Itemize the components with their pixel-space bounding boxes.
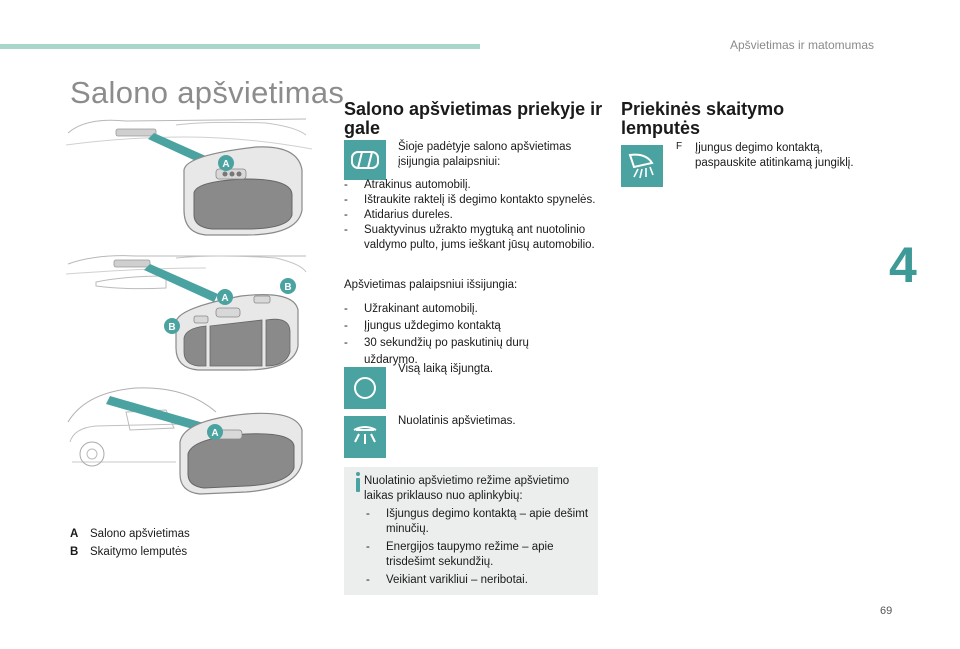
door-mode-intro: Šioje padėtyje salono apšvietimas įsijun… — [398, 141, 572, 168]
list-item: Suaktyvinus užrakto mygtuką ant nuotolin… — [344, 223, 598, 253]
legend-label: Salono apšvietimas — [90, 528, 190, 540]
always-off-text: Visą laiką išjungta. — [398, 363, 494, 375]
chapter-number: 4 — [889, 237, 917, 293]
illustration-front-lamp: A — [66, 115, 312, 240]
illustration-rear-lamp: A — [66, 382, 312, 500]
reading-lamps-text: Įjungus degimo kontaktą, paspauskite ati… — [695, 142, 854, 169]
top-accent-bar — [0, 44, 480, 49]
list-item: Energijos taupymo režime – apie trisdeši… — [364, 540, 589, 570]
marker-a-1: A — [222, 159, 229, 170]
illustration-front-lamp-with-readers: A B B — [66, 250, 312, 375]
chapter-label: Apšvietimas ir matomumas — [729, 38, 874, 52]
legend-item-a: A Salono apšvietimas — [70, 528, 190, 540]
marker-b-1: B — [284, 282, 291, 293]
arrow-bullet: F — [676, 141, 683, 152]
marker-b-2: B — [168, 322, 175, 333]
note-list: Išjungus degimo kontaktą – apie dešimt m… — [364, 507, 589, 591]
list-item: 30 sekundžių po paskutinių durų uždarymo… — [344, 335, 598, 369]
reading-lamp-icon — [621, 145, 663, 187]
list-item: Išjungus degimo kontaktą – apie dešimt m… — [364, 507, 589, 537]
always-on-text: Nuolatinis apšvietimas. — [398, 415, 516, 427]
info-icon — [356, 472, 360, 492]
section-title-front-rear: Salono apšvietimas priekyje ir gale — [344, 99, 603, 138]
marker-a-2: A — [221, 293, 228, 304]
section-title-reading-lamps: Priekinės skaitymo lemputės — [621, 99, 785, 138]
circle-off-icon — [344, 367, 386, 409]
page-title: Salono apšvietimas — [70, 75, 345, 110]
legend-key: B — [70, 546, 79, 558]
list-item: Užrakinant automobilį. — [344, 301, 598, 318]
marker-a-3: A — [211, 428, 218, 439]
off-intro: Apšvietimas palaipsniui išsijungia: — [344, 279, 518, 291]
off-conditions-list: Užrakinant automobilį. Įjungus uždegimo … — [344, 301, 598, 369]
door-lamp-icon — [344, 140, 386, 180]
on-conditions-list: Atrakinus automobilį. Ištraukite raktelį… — [344, 178, 598, 253]
page-number: 69 — [880, 605, 893, 617]
list-item: Atrakinus automobilį. — [344, 178, 598, 193]
list-item: Veikiant varikliui – neribotai. — [364, 573, 589, 588]
note-intro: Nuolatinio apšvietimo režime apšvietimo … — [364, 475, 570, 502]
list-item: Ištraukite raktelį iš degimo kontakto sp… — [344, 193, 598, 208]
legend-label: Skaitymo lemputės — [90, 546, 188, 558]
legend-key: A — [70, 528, 79, 540]
list-item: Įjungus uždegimo kontaktą — [344, 318, 598, 335]
legend-item-b: B Skaitymo lemputės — [70, 546, 187, 558]
lamp-on-icon — [344, 416, 386, 458]
list-item: Atidarius dureles. — [344, 208, 598, 223]
